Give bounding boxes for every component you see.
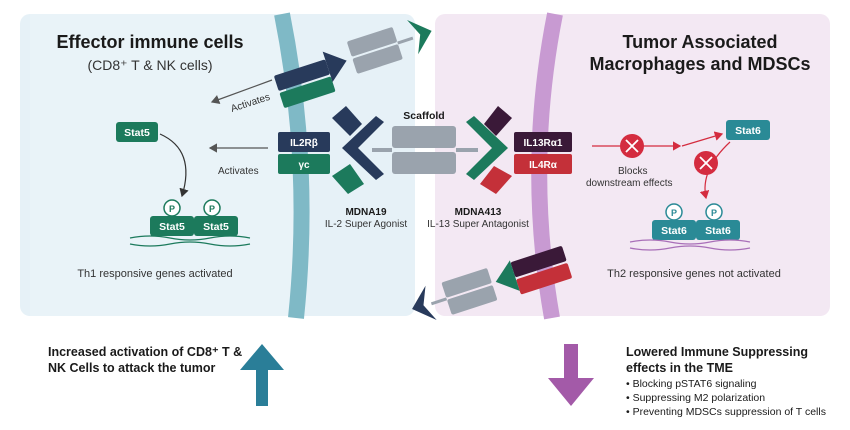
right-panel-footer: Th2 responsive genes not activated <box>607 268 781 280</box>
stat5-dimer-right <box>194 216 238 236</box>
left-panel-title: Effector immune cells <box>56 32 243 52</box>
stat6-box <box>726 120 770 140</box>
il13ra1-receptor <box>514 132 572 152</box>
stat5-dimer-left <box>150 216 194 236</box>
increase-arrow <box>240 344 284 406</box>
stat6-dimer-left-label: Stat6 <box>661 225 687 237</box>
activates-arrow-upper <box>210 79 273 105</box>
blocks-label-line1: Blocks <box>618 166 647 177</box>
il4ra-label: IL4Rα <box>529 160 558 171</box>
il2rb-receptor <box>278 132 330 152</box>
bottom-right-bullet-list: Blocking pSTAT6 signaling Suppressing M2… <box>626 377 841 419</box>
bullet-item: Preventing MDSCs suppression of T cells <box>626 405 841 419</box>
bottom-right-title: Lowered Immune Suppressing effects in th… <box>626 345 808 375</box>
gamma-c-label: γc <box>298 160 310 171</box>
stat5-label: Stat5 <box>124 127 150 139</box>
mdna413-name: MDNA413 <box>455 207 502 218</box>
right-panel-title-line2: Macrophages and MDSCs <box>589 54 810 74</box>
phosphate-label-2: P <box>209 204 215 214</box>
stat5-box <box>116 122 158 142</box>
dna-strand-left <box>129 235 251 247</box>
mdna413-desc: IL-13 Super Antagonist <box>427 219 529 230</box>
signal-arrow-to-stat6 <box>681 131 724 147</box>
mdna19-name: MDNA19 <box>345 207 387 218</box>
left-panel-footer: Th1 responsive genes activated <box>77 268 232 280</box>
stat5-curve-arrow <box>159 133 189 198</box>
stat5-dimer-right-label: Stat5 <box>203 221 229 233</box>
lower-receptor-complex <box>412 246 572 320</box>
scaffold-block-bottom <box>392 152 456 174</box>
il2rb-extracellular <box>332 106 362 136</box>
decrease-arrow <box>548 344 594 406</box>
right-panel-title-line1: Tumor Associated <box>622 32 777 52</box>
gamma-c-receptor <box>278 154 330 174</box>
stat6-dimer-right <box>696 220 740 240</box>
mdna413-chevron-green <box>466 116 508 180</box>
phosphate-label-4: P <box>711 208 717 218</box>
block-x-2 <box>699 156 713 170</box>
bottom-left-title: Increased activation of CD8⁺ T & NK Cell… <box>48 345 243 375</box>
il13ra1-extracellular <box>484 106 512 136</box>
blocks-label-line2: downstream effects <box>586 178 673 189</box>
bullet-item: Blocking pSTAT6 signaling <box>626 377 841 391</box>
bullet-item: Suppressing M2 polarization <box>626 391 841 405</box>
stat5-dimer-left-label: Stat5 <box>159 221 185 233</box>
scaffold-label: Scaffold <box>403 110 444 122</box>
left-cell-interior <box>30 14 297 316</box>
dna-strand-right <box>629 239 751 251</box>
left-panel-subtitle: (CD8⁺ T & NK cells) <box>87 57 212 73</box>
scaffold-block-top <box>392 126 456 148</box>
phosphate-label-3: P <box>671 208 677 218</box>
gamma-c-extracellular <box>332 164 364 194</box>
stat6-dimer-left <box>652 220 696 240</box>
stat6-dimer-right-label: Stat6 <box>705 225 731 237</box>
il13ra1-label: IL13Rα1 <box>524 138 563 149</box>
il2rb-label: IL2Rβ <box>290 138 318 149</box>
activates-label-lower: Activates <box>218 166 259 177</box>
mdna19-desc: IL-2 Super Agonist <box>325 219 407 230</box>
upper-receptor-complex <box>274 19 432 108</box>
phosphate-label-1: P <box>169 204 175 214</box>
mdna19-chevron-navy <box>342 116 384 180</box>
block-x-1 <box>625 139 639 153</box>
stat6-label: Stat6 <box>735 125 761 137</box>
il4ra-extracellular <box>480 166 512 194</box>
il4ra-receptor <box>514 154 572 174</box>
